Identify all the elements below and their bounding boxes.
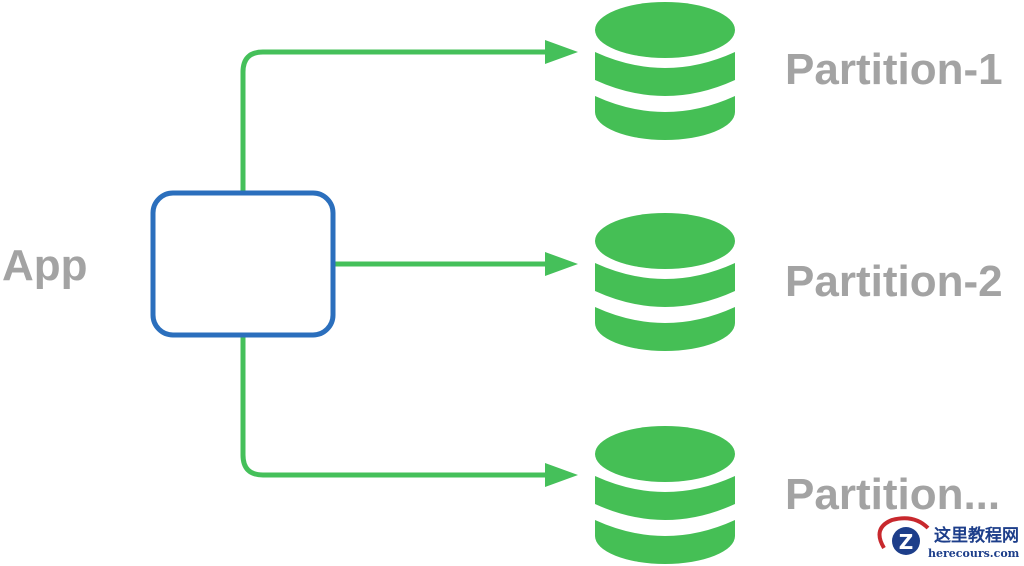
connector-partition-3 — [240, 336, 548, 478]
database-icon-partition-1 — [595, 2, 735, 140]
arrowhead-partition-2 — [545, 252, 578, 276]
database-icon-partition-2 — [595, 213, 735, 351]
arrowhead-partition-3 — [545, 463, 578, 487]
partition-label-3: Partition... — [785, 470, 1000, 519]
watermark-logo-icon: Z — [877, 516, 930, 555]
app-box — [150, 190, 336, 338]
arrowheads — [545, 40, 578, 487]
watermark: Z 这里教程网 herecours.com — [877, 516, 1020, 560]
connector-partition-1 — [240, 49, 548, 192]
partition-label-1: Partition-1 — [785, 45, 1003, 94]
connectors — [240, 49, 548, 478]
app-label: App — [2, 241, 88, 290]
watermark-logo-letter: Z — [899, 530, 914, 554]
arrowhead-partition-1 — [545, 40, 578, 64]
database-icon-partition-3 — [595, 426, 735, 564]
watermark-title: 这里教程网 — [934, 525, 1019, 546]
partition-label-2: Partition-2 — [785, 257, 1003, 306]
watermark-url: herecours.com — [928, 547, 1020, 560]
